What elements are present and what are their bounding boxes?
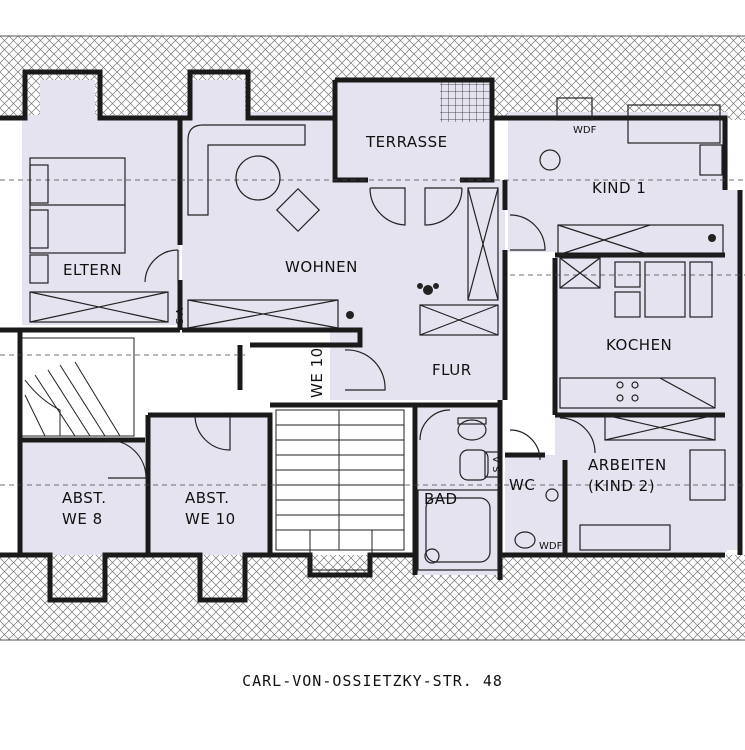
abst-doors — [107, 414, 231, 479]
street-address: CARL-VON-OSSIETZKY-STR. 48 — [242, 672, 503, 690]
vs-label-bad: V S — [490, 456, 501, 472]
room-label-abst-we8: ABST. — [62, 489, 106, 507]
kind1-furniture — [539, 97, 724, 256]
kochen-furniture — [559, 257, 716, 409]
entrance-label-we10: WE 10 — [308, 347, 326, 398]
plant-icon — [346, 234, 716, 319]
room-label-flur: FLUR — [432, 361, 472, 379]
walls — [0, 69, 743, 603]
room-fills — [20, 80, 740, 575]
wohnen-furniture — [187, 124, 339, 329]
room-label-wohnen: WOHNEN — [285, 258, 358, 276]
room-label-wc: WC — [509, 476, 535, 494]
room-label-abst-we8-number: WE 8 — [62, 510, 103, 528]
room-label-abst-we10-number: WE 10 — [185, 510, 236, 528]
room-label-terrasse: TERRASSE — [365, 133, 448, 151]
room-label-arbeiten: ARBEITEN — [588, 456, 667, 474]
terrasse-grid — [440, 82, 490, 122]
flur-furniture — [344, 187, 546, 391]
wdf-label-bottom: WDF — [539, 541, 563, 552]
room-label-abst-we10: ABST. — [185, 489, 229, 507]
stairs — [21, 337, 405, 571]
room-label-bad: BAD — [424, 490, 458, 508]
room-label-kind2: (KIND 2) — [588, 477, 655, 495]
room-label-kind1: KIND 1 — [592, 179, 646, 197]
arbeiten-furniture — [559, 414, 726, 551]
room-label-kochen: KOCHEN — [606, 336, 672, 354]
room-label-eltern: ELTERN — [63, 261, 122, 279]
wdf-label-top: WDF — [573, 125, 597, 136]
vs-label-eltern: V S — [173, 308, 184, 324]
bathroom-fixtures — [417, 409, 559, 571]
eltern-furniture — [29, 157, 179, 323]
